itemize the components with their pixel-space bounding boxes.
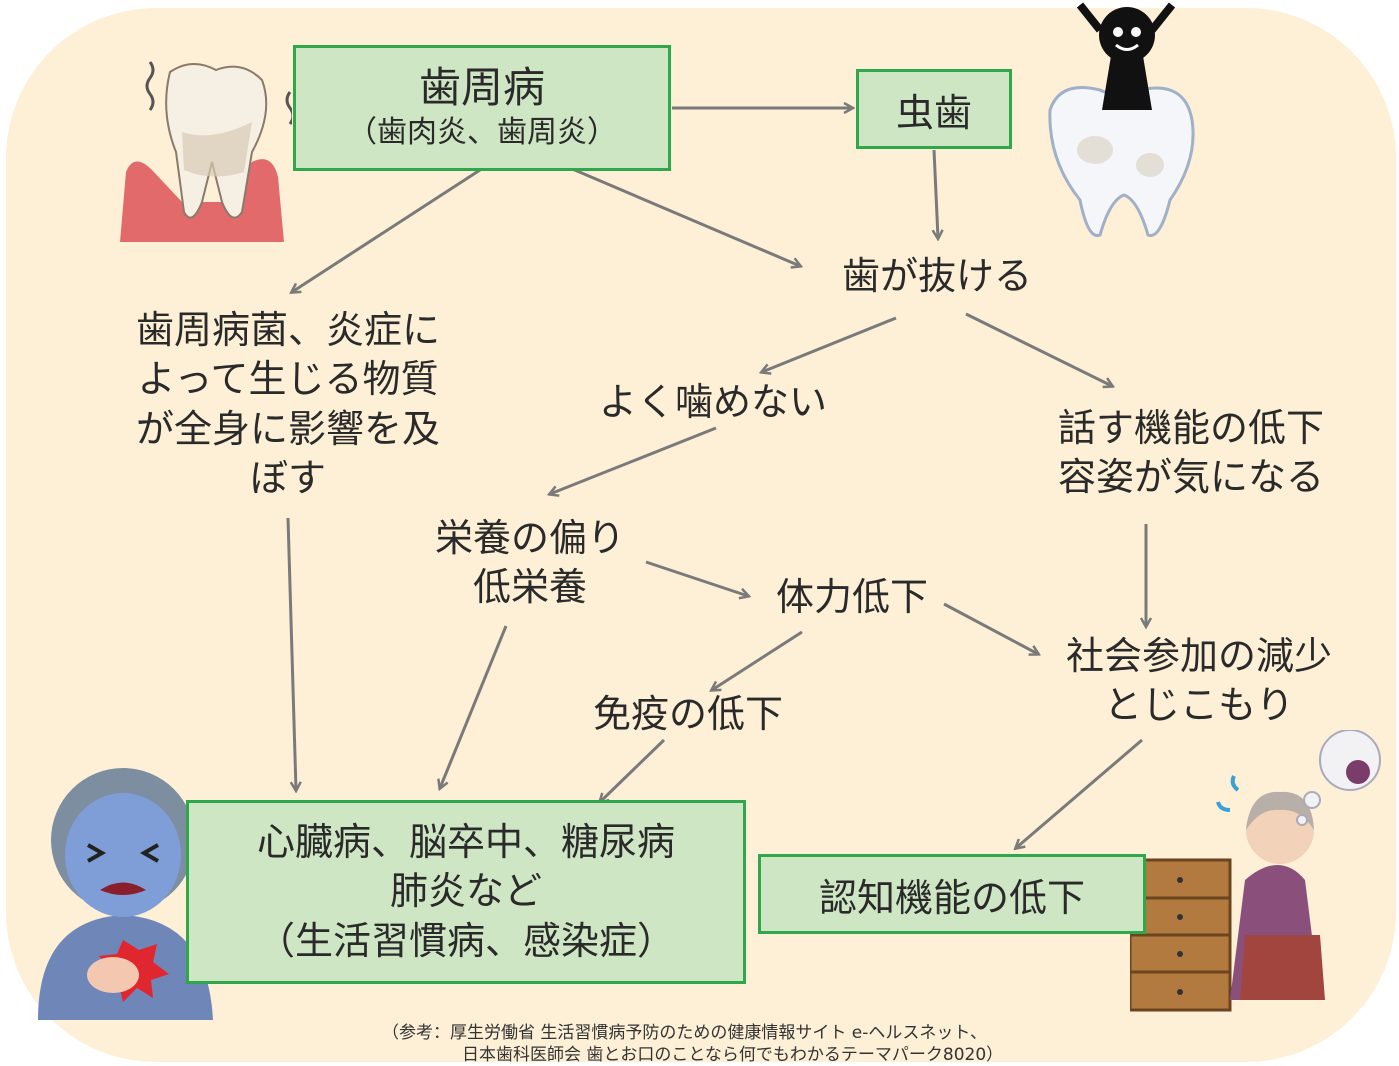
nutrition-line-2: 低栄養 bbox=[472, 565, 587, 610]
node-immunity: 免疫の低下 bbox=[592, 692, 783, 736]
node-diseases: 心臓病、脳卒中、糖尿病 肺炎など （生活習慣病、感染症） bbox=[186, 800, 746, 984]
node-tooth-loss: 歯が抜ける bbox=[841, 254, 1032, 298]
arrow-toothloss-to-speech bbox=[965, 312, 1112, 386]
arrow-periodontal-to-bacteria bbox=[292, 168, 481, 292]
bacteria-line-3: が全身に影響を及 bbox=[135, 406, 440, 451]
arrow-nutrition-to-diseases bbox=[440, 625, 508, 788]
arrow-social-to-cognitive bbox=[1016, 738, 1143, 848]
node-stamina: 体力低下 bbox=[775, 575, 928, 619]
arrow-stamina-to-social bbox=[943, 602, 1038, 654]
speech-line-1: 話す機能の低下 bbox=[1057, 406, 1324, 450]
bacteria-line-2: よって生じる物質 bbox=[137, 357, 439, 402]
diseases-line-3: （生活習慣病、感染症） bbox=[256, 918, 675, 963]
arrow-toothloss-to-chew bbox=[762, 316, 897, 372]
bacteria-line-1: 歯周病菌、炎症に bbox=[135, 308, 440, 352]
cognitive-label: 認知機能の低下 bbox=[818, 875, 1085, 920]
diseases-line-2: 肺炎など bbox=[389, 869, 542, 914]
arrow-nutrition-to-stamina bbox=[645, 560, 748, 596]
bacteria-line-4: ぼす bbox=[249, 456, 326, 501]
caries-label: 虫歯 bbox=[895, 90, 972, 135]
node-social: 社会参加の減少 とじこもり bbox=[1040, 632, 1358, 731]
node-periodontal-disease: 歯周病 （歯肉炎、歯周炎） bbox=[293, 45, 671, 171]
arrow-stamina-to-immunity bbox=[712, 630, 803, 690]
diseases-line-1: 心臓病、脳卒中、糖尿病 bbox=[256, 819, 675, 864]
periodontal-tooth-icon bbox=[120, 61, 292, 242]
arrow-bacteria-to-diseases bbox=[286, 517, 296, 790]
confused-elderly-woman-icon bbox=[1130, 730, 1381, 1012]
nutrition-line-1: 栄養の偏り bbox=[434, 516, 625, 560]
arrow-caries-to-toothloss bbox=[934, 149, 938, 238]
periodontal-subtitle: （歯肉炎、歯周炎） bbox=[347, 114, 617, 150]
node-speech-decline: 話す機能の低下 容姿が気になる bbox=[1036, 404, 1346, 503]
arrow-immunity-to-diseases bbox=[600, 738, 666, 802]
chest-pain-person-icon bbox=[38, 768, 213, 1020]
cavity-germ-tooth-icon bbox=[1048, 2, 1195, 238]
reference-line-1: （参考：厚生労働省 生活習慣病予防のための健康情報サイト e-ヘルスネット、 bbox=[382, 1023, 988, 1043]
social-line-2: とじこもり bbox=[1103, 683, 1294, 728]
node-cognitive-decline: 認知機能の低下 bbox=[758, 854, 1146, 934]
reference-note: （参考：厚生労働省 生活習慣病予防のための健康情報サイト e-ヘルスネット、 日… bbox=[382, 1022, 1003, 1066]
social-line-1: 社会参加の減少 bbox=[1065, 634, 1332, 678]
reference-line-2: 日本歯科医師会 歯とお口のことなら何でもわかるテーマパーク8020） bbox=[462, 1045, 1004, 1066]
arrow-periodontal-to-toothloss bbox=[569, 166, 800, 266]
node-cant-chew: よく噛めない bbox=[598, 380, 827, 424]
node-caries: 虫歯 bbox=[856, 69, 1012, 149]
speech-line-2: 容姿が気になる bbox=[1057, 455, 1324, 500]
arrow-chew-to-nutrition bbox=[550, 426, 717, 494]
periodontal-title: 歯周病 bbox=[418, 63, 545, 113]
node-bacteria-effect: 歯周病菌、炎症に よって生じる物質 が全身に影響を及 ぼす bbox=[108, 306, 468, 504]
node-nutrition: 栄養の偏り 低栄養 bbox=[420, 514, 640, 613]
